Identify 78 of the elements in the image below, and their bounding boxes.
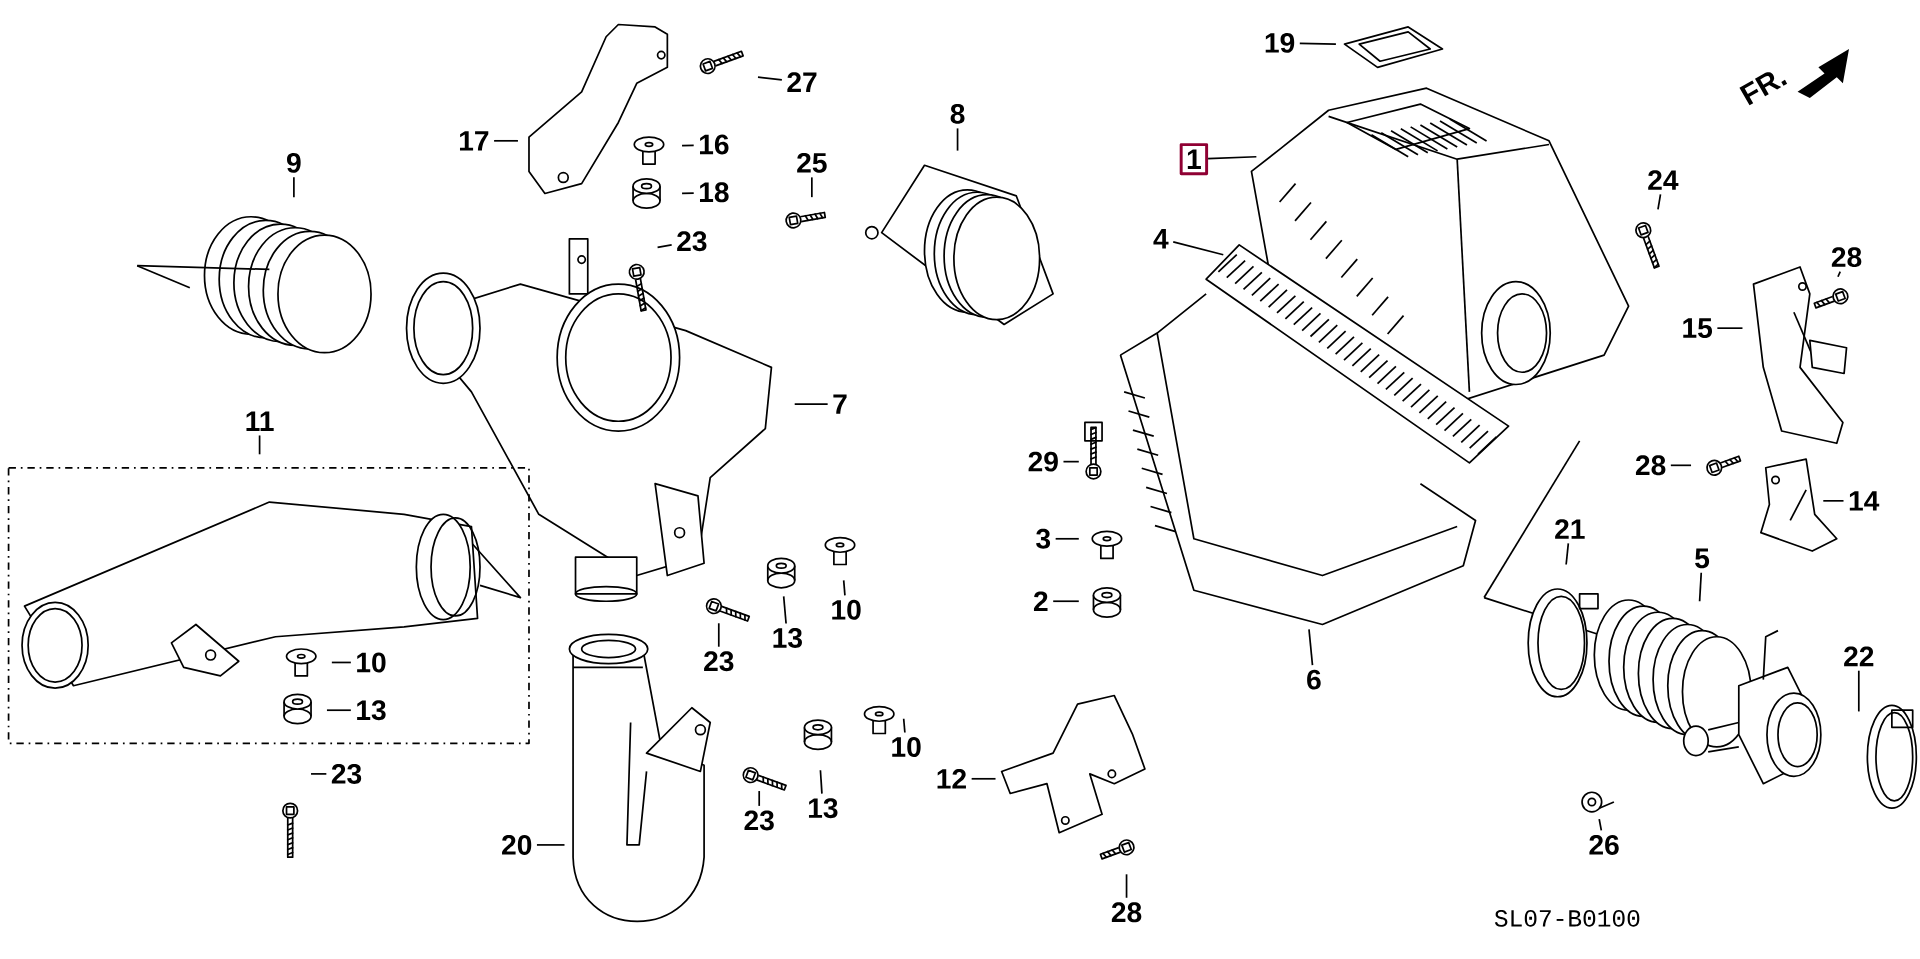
callout-number: 13 bbox=[808, 798, 838, 819]
leader-line bbox=[970, 778, 997, 780]
leader-line bbox=[331, 661, 352, 664]
leader-line bbox=[1052, 600, 1080, 603]
leader-line bbox=[681, 192, 695, 195]
callout-number: 27 bbox=[787, 72, 817, 92]
leader-line bbox=[681, 144, 695, 147]
leader-line bbox=[1125, 873, 1128, 899]
callout-number: 9 bbox=[287, 153, 301, 173]
callout-number: 12 bbox=[937, 769, 966, 789]
callout-number: 13 bbox=[357, 700, 386, 721]
callout-number: 25 bbox=[797, 153, 827, 173]
leader-line bbox=[1657, 193, 1662, 211]
leader-line bbox=[1698, 572, 1703, 603]
callout-number: 18 bbox=[700, 182, 729, 203]
callout-number: 10 bbox=[357, 652, 386, 673]
leader-line bbox=[902, 718, 906, 734]
callout-number: 26 bbox=[1589, 835, 1619, 855]
callout-number: 22 bbox=[1844, 646, 1874, 667]
callout-number: 29 bbox=[1028, 451, 1058, 472]
leader-line bbox=[1837, 270, 1842, 278]
leader-line bbox=[1054, 538, 1080, 540]
direction-label: FR. bbox=[1739, 72, 1788, 106]
callout-number: 1 bbox=[1179, 143, 1209, 176]
callout-number: 28 bbox=[1635, 455, 1666, 476]
leader-line bbox=[1598, 818, 1603, 832]
leader-line bbox=[793, 403, 829, 406]
leader-line bbox=[1857, 669, 1860, 713]
callout-number: 23 bbox=[331, 764, 362, 784]
leader-line bbox=[782, 595, 787, 625]
leader-line bbox=[493, 140, 519, 142]
callout-number: 15 bbox=[1683, 318, 1713, 339]
callout-number: 11 bbox=[246, 411, 274, 432]
leader-line bbox=[819, 769, 823, 795]
callout-number: 4 bbox=[1153, 229, 1169, 249]
leader-line bbox=[326, 709, 352, 712]
callout-number: 24 bbox=[1648, 170, 1679, 190]
callout-number: 19 bbox=[1265, 33, 1295, 53]
leader-line bbox=[1565, 542, 1570, 566]
callout-number: 14 bbox=[1849, 491, 1880, 511]
callout-number: 3 bbox=[1036, 528, 1051, 549]
leader-line bbox=[1716, 327, 1744, 330]
callout-number: 28 bbox=[1111, 902, 1142, 923]
leader-line bbox=[293, 176, 295, 199]
callout-number: 28 bbox=[1831, 247, 1862, 268]
leader-line bbox=[1822, 500, 1845, 502]
callout-number: 23 bbox=[704, 651, 734, 672]
leader-line bbox=[258, 434, 261, 456]
leader-line bbox=[1308, 628, 1314, 667]
callout-number: 16 bbox=[700, 134, 729, 155]
leader-line bbox=[811, 176, 813, 199]
callout-number: 17 bbox=[460, 131, 489, 151]
leader-line bbox=[656, 244, 673, 249]
callout-number: 8 bbox=[950, 104, 965, 124]
callout-number: 23 bbox=[744, 810, 774, 831]
leader-line bbox=[842, 579, 846, 597]
leader-line bbox=[1172, 241, 1225, 256]
callout-number: 13 bbox=[773, 628, 802, 649]
callout-number: 23 bbox=[677, 231, 707, 252]
leader-line bbox=[1669, 464, 1692, 467]
leader-line bbox=[310, 773, 328, 775]
leader-line bbox=[1207, 156, 1258, 160]
callout-number: 6 bbox=[1307, 669, 1321, 690]
callout-number: 20 bbox=[502, 835, 532, 855]
callout-number: 5 bbox=[1695, 548, 1710, 569]
leader-line bbox=[956, 127, 959, 152]
callout-number: 2 bbox=[1033, 591, 1048, 612]
leader-line bbox=[757, 76, 783, 81]
drawing-number: SL07-B0100 bbox=[1494, 910, 1640, 927]
leader-line bbox=[1062, 460, 1080, 463]
callout-number: 10 bbox=[832, 599, 861, 620]
callout-number: 10 bbox=[892, 737, 921, 758]
leader-line bbox=[758, 790, 761, 807]
callout-number: 7 bbox=[833, 394, 847, 414]
leader-line bbox=[1298, 42, 1337, 46]
leader-line bbox=[717, 622, 720, 648]
callout-number: 21 bbox=[1555, 519, 1585, 539]
leader-line bbox=[536, 844, 566, 846]
